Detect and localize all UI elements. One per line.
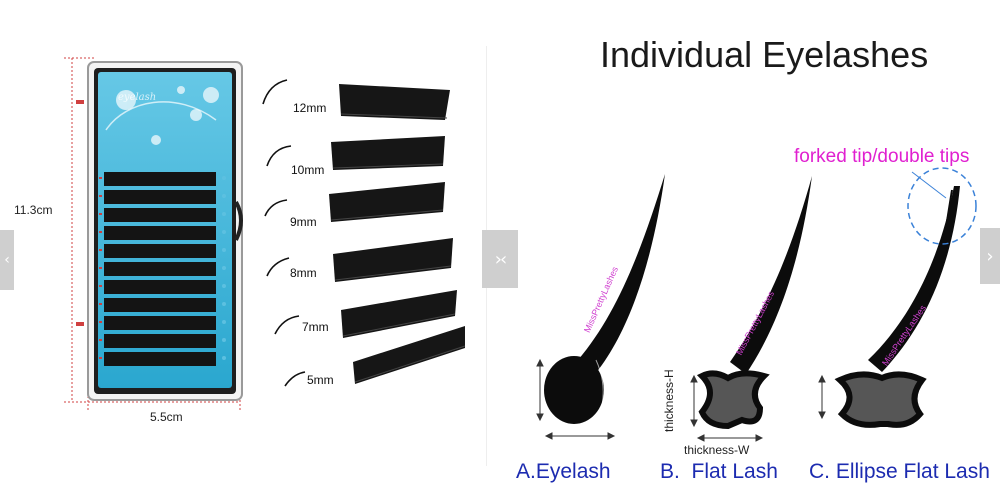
caption-eyelash: A.Eyelash bbox=[516, 460, 611, 483]
lash-samples bbox=[262, 79, 466, 387]
chevron-left-icon: ‹ bbox=[4, 252, 10, 268]
height-label: 11.3cm bbox=[14, 203, 53, 217]
length-label-7mm: 7mm bbox=[302, 320, 329, 334]
lash-tray-panel: 11.3cm 5.5cm bbox=[0, 0, 480, 500]
width-label: 5.5cm bbox=[150, 410, 183, 424]
lash-types-panel: Individual Eyelashes forked tip/double t… bbox=[490, 0, 1000, 500]
thickness-w-label: thickness-W bbox=[684, 443, 750, 457]
box-brand-logo: eyelash bbox=[118, 92, 157, 103]
carousel-arrows-button[interactable]: ›‹ bbox=[482, 230, 518, 288]
measurement-lines bbox=[64, 57, 241, 410]
caption-flat-lash: B. Flat Lash bbox=[660, 460, 778, 483]
page-title: Individual Eyelashes bbox=[600, 34, 929, 75]
double-chevron-icon: ›‹ bbox=[494, 248, 507, 270]
length-label-12mm: 12mm bbox=[293, 101, 327, 115]
thickness-h-label: thickness-H bbox=[662, 369, 676, 432]
lash-type-diagrams bbox=[536, 167, 977, 442]
prev-slide-button[interactable]: ‹ bbox=[0, 230, 14, 290]
next-slide-button[interactable]: › bbox=[980, 228, 1000, 284]
forked-tip-annotation: forked tip/double tips bbox=[794, 146, 970, 167]
length-label-9mm: 9mm bbox=[290, 215, 317, 229]
length-label-5mm: 5mm bbox=[307, 373, 334, 387]
length-label-10mm: 10mm bbox=[291, 163, 325, 177]
length-label-8mm: 8mm bbox=[290, 266, 317, 280]
lash-box bbox=[87, 61, 243, 401]
caption-ellipse-flat-lash: C. Ellipse Flat Lash bbox=[809, 460, 990, 483]
chevron-right-icon: › bbox=[986, 245, 994, 267]
